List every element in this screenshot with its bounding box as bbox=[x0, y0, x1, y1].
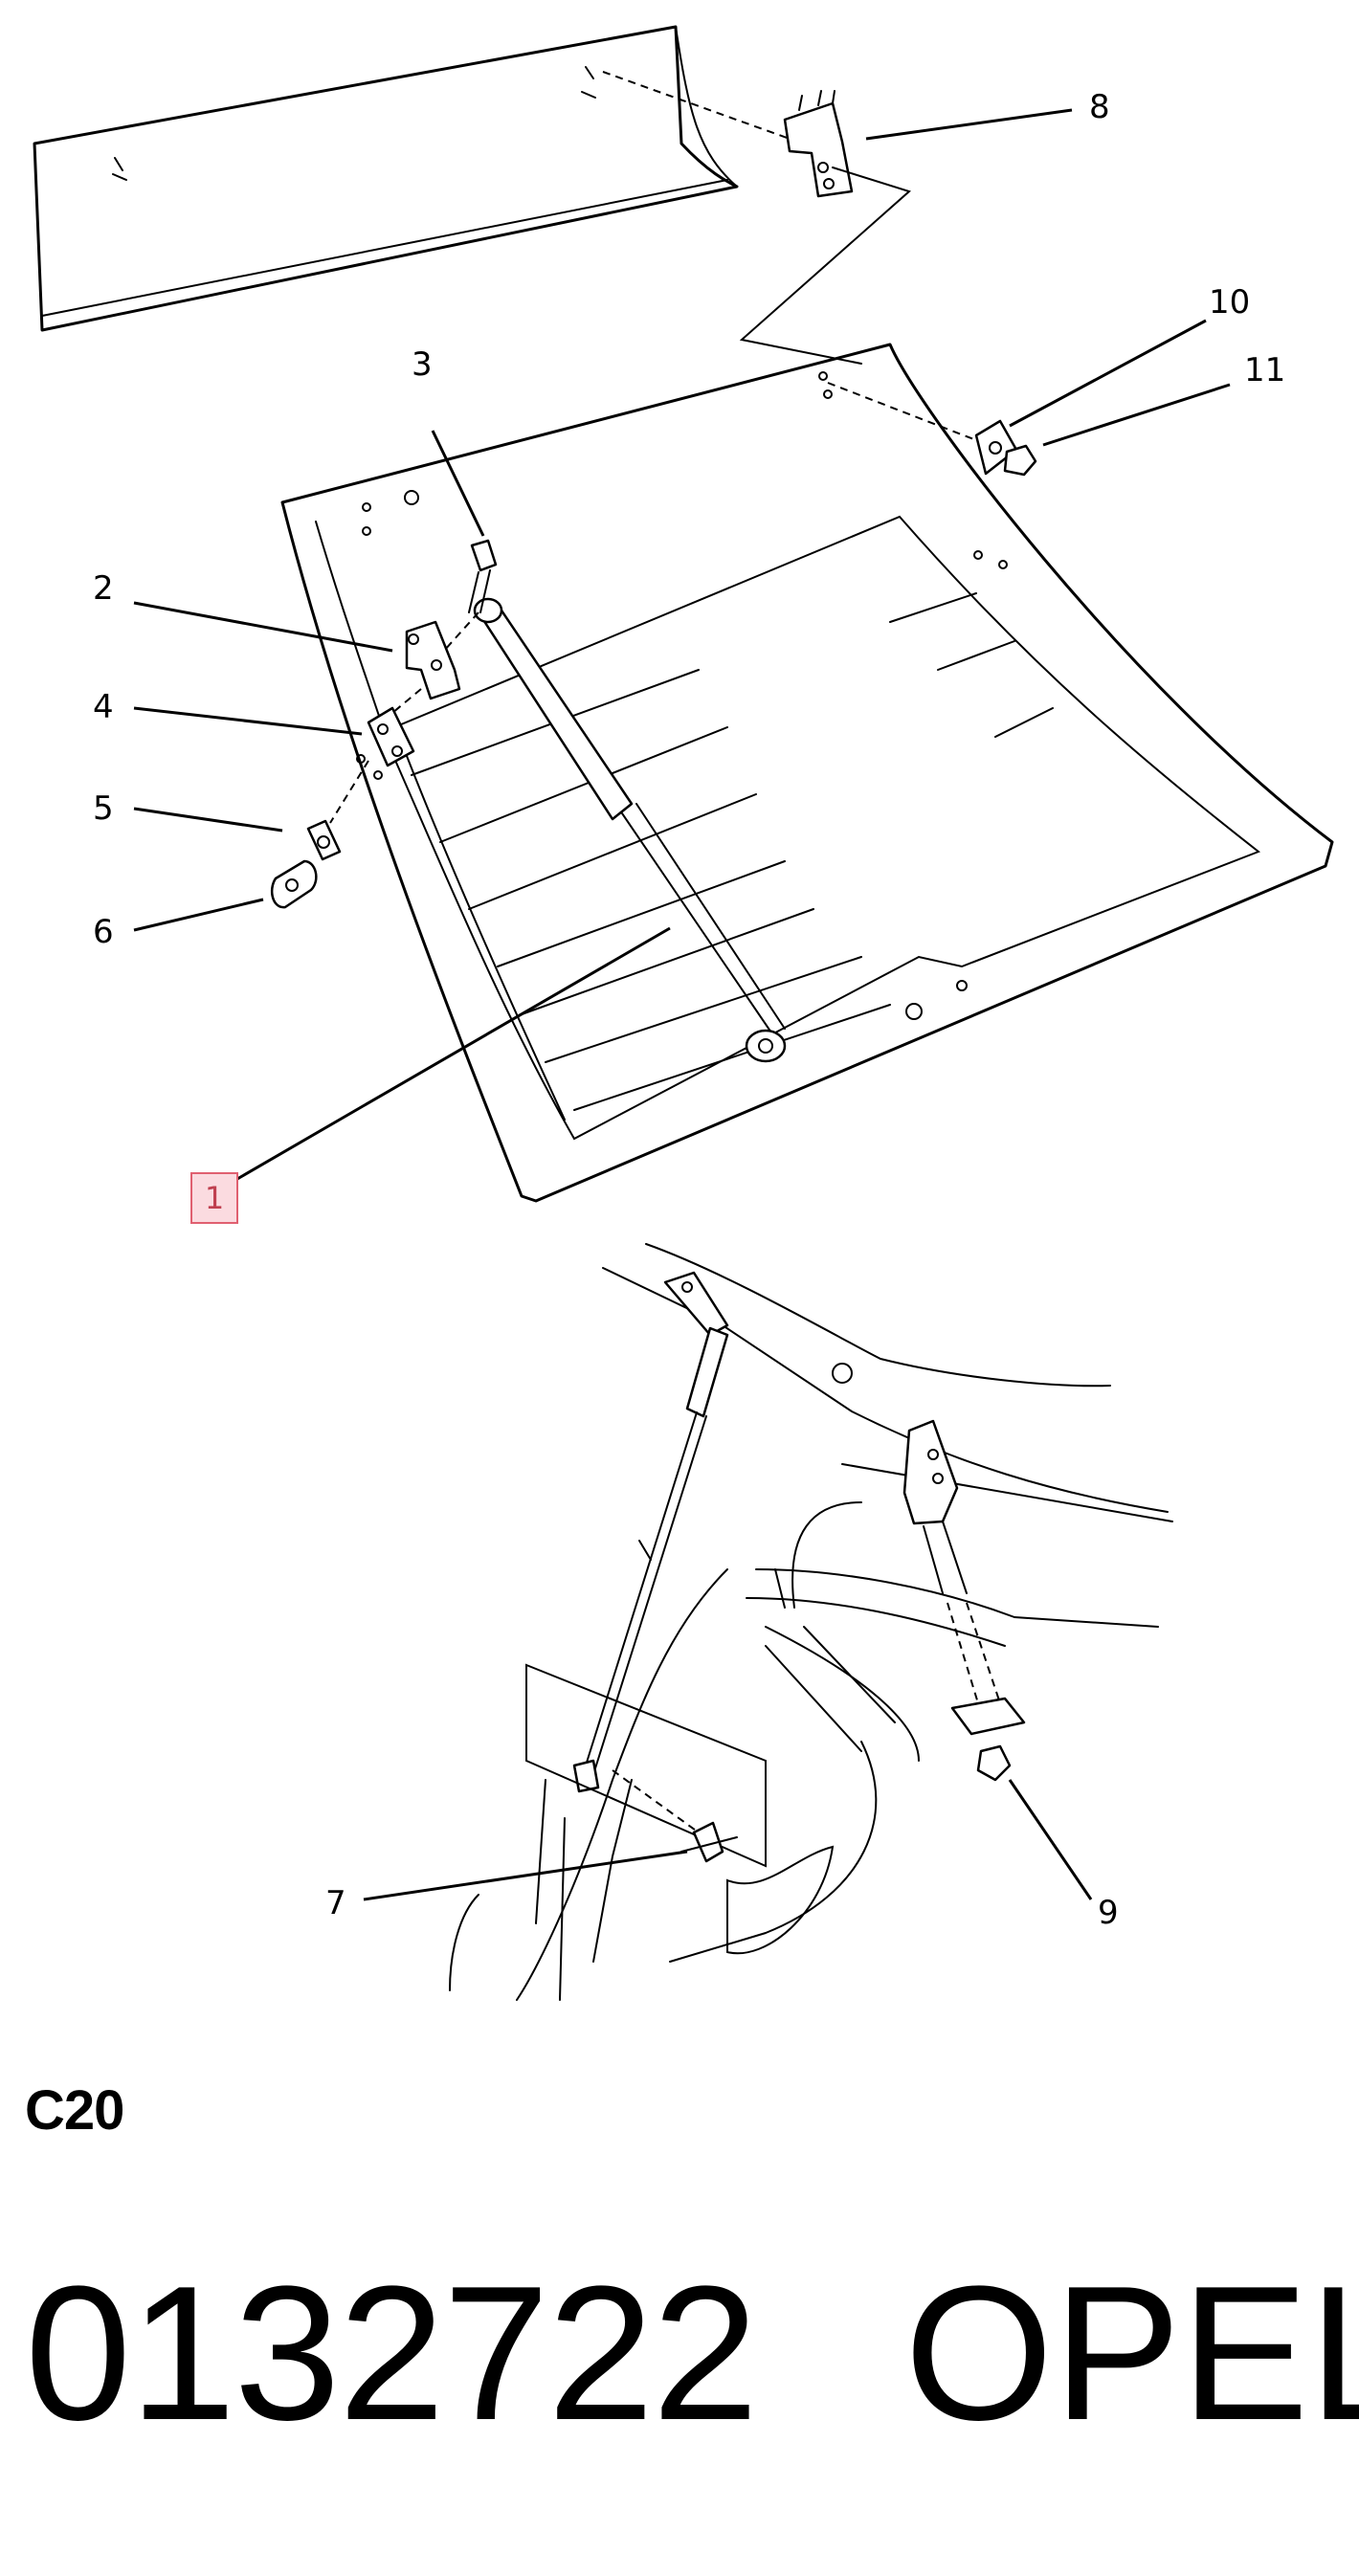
roof-panel bbox=[33, 25, 739, 332]
tailgate-glass bbox=[280, 343, 1334, 1203]
callout-11: 11 bbox=[1244, 351, 1285, 389]
callout-5: 5 bbox=[93, 789, 114, 828]
bracket-part-2 bbox=[405, 620, 461, 700]
plate-part-4 bbox=[356, 688, 422, 780]
callout-9: 9 bbox=[1098, 1894, 1119, 1932]
exploded-diagram: 8 10 11 3 2 4 5 6 7 9 bbox=[33, 25, 1334, 2001]
callouts: 8 10 11 3 2 4 5 6 7 9 bbox=[93, 88, 1285, 1932]
callout-2: 2 bbox=[93, 569, 114, 608]
callout-1[interactable]: 1 bbox=[204, 1180, 225, 1216]
callout-8: 8 bbox=[1089, 88, 1110, 126]
installation-view bbox=[449, 1243, 1173, 2001]
washer-part-6 bbox=[270, 859, 318, 909]
callout-3: 3 bbox=[412, 345, 433, 384]
part-number: 0132722 bbox=[25, 2247, 759, 2460]
callout-6: 6 bbox=[93, 913, 114, 951]
striker-part-10 bbox=[827, 382, 1018, 476]
nut-part-5 bbox=[306, 760, 369, 861]
hinge-part-8 bbox=[602, 71, 911, 365]
nut-part-11 bbox=[1003, 444, 1037, 477]
brand-name: OPEL bbox=[904, 2247, 1359, 2460]
callout-4: 4 bbox=[93, 688, 114, 726]
leader-lines bbox=[133, 108, 1231, 1901]
highlighted-callout-box[interactable] bbox=[190, 1172, 238, 1224]
section-code: C20 bbox=[25, 2079, 124, 2142]
callout-7: 7 bbox=[325, 1884, 346, 1922]
callout-10: 10 bbox=[1209, 283, 1250, 322]
gas-strut bbox=[473, 597, 787, 1063]
